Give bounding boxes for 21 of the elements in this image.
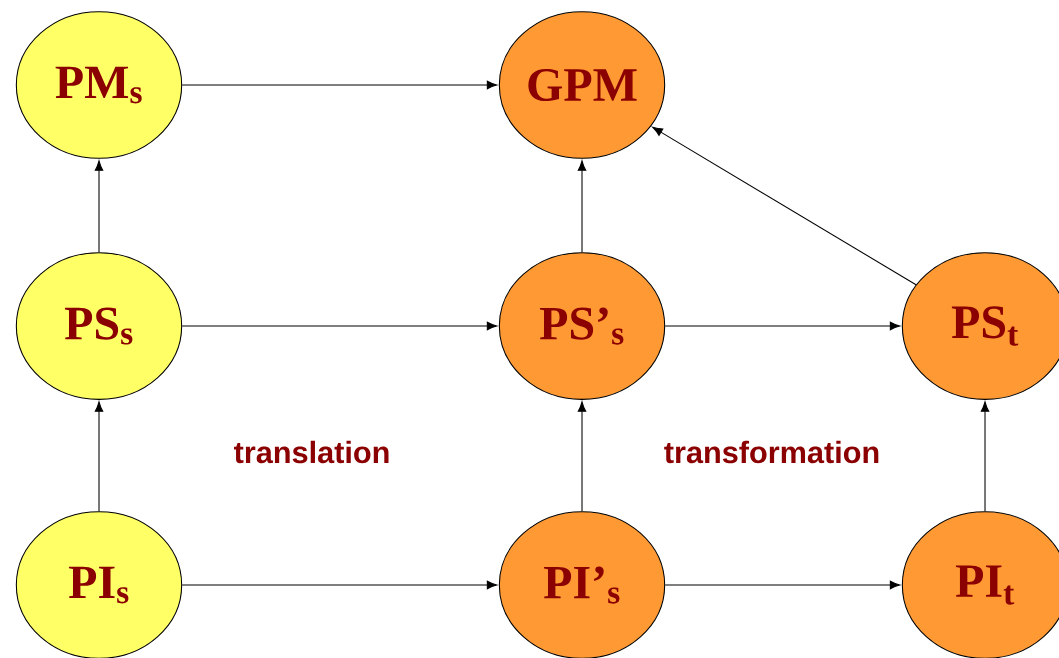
- ellipse-node: PM$_{s}$: [15, 11, 183, 159]
- region-label: translation: [234, 440, 389, 464]
- arrow: [94, 401, 104, 512]
- arrow: [664, 580, 901, 590]
- ellipse-node: PS$_{t}$: [901, 252, 1059, 400]
- arrow: [664, 321, 901, 331]
- arrow: [577, 401, 587, 512]
- arrow: [94, 160, 104, 253]
- arrow: [577, 160, 587, 253]
- arrow: [181, 80, 498, 90]
- arrow: [181, 580, 498, 590]
- ellipse-node: PS$_{s}$: [15, 252, 183, 400]
- arrow: [980, 401, 990, 512]
- region-label: transformation: [664, 440, 879, 464]
- ellipse-node: GPM: [498, 11, 666, 159]
- arrow: [652, 126, 917, 286]
- arrow: [181, 321, 498, 331]
- ellipse-node: PI’$_{s}$: [498, 511, 666, 658]
- ellipse-node: PI$_{t}$: [901, 511, 1059, 658]
- ellipse-node: PI$_{s}$: [15, 511, 183, 658]
- ellipse-node: PS’$_{s}$: [498, 252, 666, 400]
